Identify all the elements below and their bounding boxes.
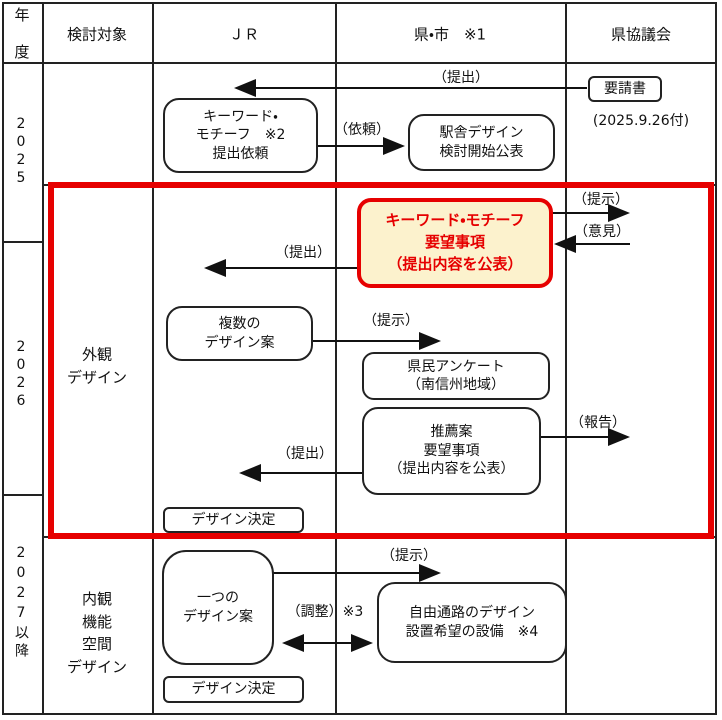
label-report: （報告）	[570, 415, 626, 431]
grid-line-col-target	[152, 4, 154, 713]
grid-line-col-jr	[335, 4, 337, 713]
box-one-design: 一つの デザイン案	[162, 550, 274, 665]
grid-line-year-2025-2026	[4, 241, 42, 243]
header-jr: ＪＲ	[228, 25, 260, 44]
label-present-keyword: （提示）	[573, 192, 629, 208]
box-keyword-highlight: キーワード・モチーフ 要望事項 （提出内容を公表）	[357, 198, 553, 288]
header-target: 検討対象	[66, 25, 128, 44]
request-doc-date: (2025.9.26付)	[592, 113, 690, 129]
grid-line-col-year	[42, 4, 44, 713]
label-submit-keyword: （提出）	[275, 245, 331, 261]
target-exterior-design: 外観 デザイン	[66, 345, 128, 387]
label-submit-recommendation: （提出）	[277, 446, 333, 462]
header-pref-city: 県・市 ※1	[413, 25, 487, 44]
box-design-decision-2026: デザイン決定	[163, 507, 304, 533]
header-year: 年 度	[12, 7, 31, 61]
box-design-decision-2027: デザイン決定	[163, 676, 304, 703]
label-present-designs: （提示）	[363, 313, 419, 329]
target-interior-design: 内観 機能 空間 デザイン	[66, 590, 128, 676]
label-present-one-design: （提示）	[381, 548, 437, 564]
box-keyword-request: キーワード・ モチーフ ※2 提出依頼	[163, 98, 318, 173]
box-request-doc: 要請書	[588, 76, 662, 102]
year-2025: 2025	[13, 116, 29, 188]
label-submit-request-doc: （提出）	[433, 70, 489, 86]
year-2026: 2026	[13, 339, 29, 411]
grid-line-col-pref	[565, 4, 567, 713]
box-citizen-survey: 県民アンケート （南信州地域）	[362, 352, 550, 400]
header-council: 県協議会	[610, 25, 672, 44]
label-request: （依頼）	[334, 122, 390, 138]
grid-line-header-bottom	[4, 62, 715, 64]
box-station-design-announce: 駅舎デザイン 検討開始公表	[408, 114, 555, 171]
label-adjust: （調整）※3	[286, 604, 364, 620]
label-opinion: （意見）	[574, 224, 630, 240]
grid-line-year-2026-2027	[4, 494, 42, 496]
box-recommendation: 推薦案 要望事項 （提出内容を公表）	[362, 407, 541, 495]
box-free-passage: 自由通路のデザイン 設置希望の設備 ※4	[377, 582, 567, 663]
box-multiple-designs: 複数の デザイン案	[166, 306, 313, 361]
year-2027-onward: 2027以降	[13, 545, 29, 661]
highlight-region-border	[48, 182, 714, 539]
